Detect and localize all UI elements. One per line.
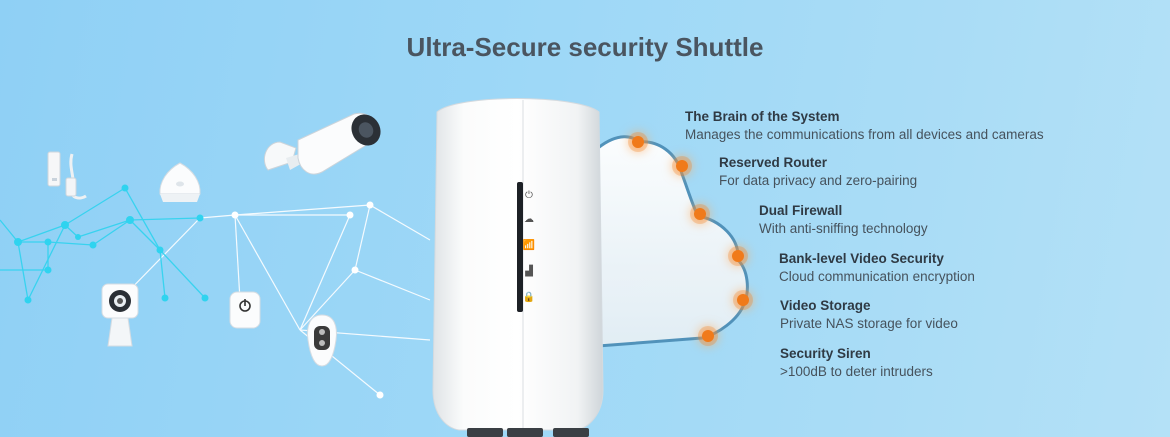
outdoor-bullet-camera-icon	[264, 112, 381, 175]
feature-desc: Manages the communications from all devi…	[685, 127, 1044, 142]
feature-firewall: Dual Firewall With anti-sniffing technol…	[759, 202, 928, 238]
security-hub-device: ⏻ ☁ 📶 ▟ 🔒	[427, 90, 609, 437]
feature-router: Reserved Router For data privacy and zer…	[719, 154, 917, 190]
feature-brain: The Brain of the System Manages the comm…	[685, 108, 1044, 144]
indoor-camera-icon	[101, 283, 139, 347]
page-title: Ultra-Secure security Shuttle	[406, 32, 764, 62]
feature-desc: Cloud communication encryption	[779, 269, 975, 284]
power-icon: ⏻	[525, 190, 533, 201]
feature-title: Bank-level Video Security	[779, 251, 944, 266]
motion-sensor-icon	[159, 162, 201, 202]
feature-title: Dual Firewall	[759, 203, 843, 218]
feature-dot-5	[737, 294, 749, 306]
feature-desc: With anti-sniffing technology	[759, 221, 928, 236]
feature-desc: >100dB to deter intruders	[780, 364, 933, 379]
remote-keyfob-icon	[307, 314, 337, 367]
feature-siren: Security Siren >100dB to deter intruders	[780, 345, 933, 381]
door-sensor-icon	[47, 151, 87, 200]
feature-dot-4	[732, 250, 744, 262]
feature-title: The Brain of the System	[685, 109, 840, 124]
feature-video-security: Bank-level Video Security Cloud communic…	[779, 250, 975, 286]
feature-title: Reserved Router	[719, 155, 828, 170]
feature-desc: For data privacy and zero-pairing	[719, 173, 918, 188]
lock-icon: 🔒	[522, 292, 536, 303]
smart-plug-icon	[229, 291, 261, 329]
wifi-icon: 📶	[522, 240, 536, 251]
feature-title: Security Siren	[780, 346, 871, 361]
feature-video-storage: Video Storage Private NAS storage for vi…	[780, 297, 958, 333]
feature-title: Video Storage	[780, 298, 871, 313]
feature-dot-3	[694, 208, 706, 220]
feature-desc: Private NAS storage for video	[780, 316, 958, 331]
feature-dot-2	[676, 160, 688, 172]
feature-dot-1	[632, 136, 644, 148]
cloud-icon: ☁	[524, 214, 534, 225]
signal-icon: ▟	[525, 266, 533, 277]
feature-dot-6	[702, 330, 714, 342]
hub-body-graphic	[432, 98, 604, 437]
